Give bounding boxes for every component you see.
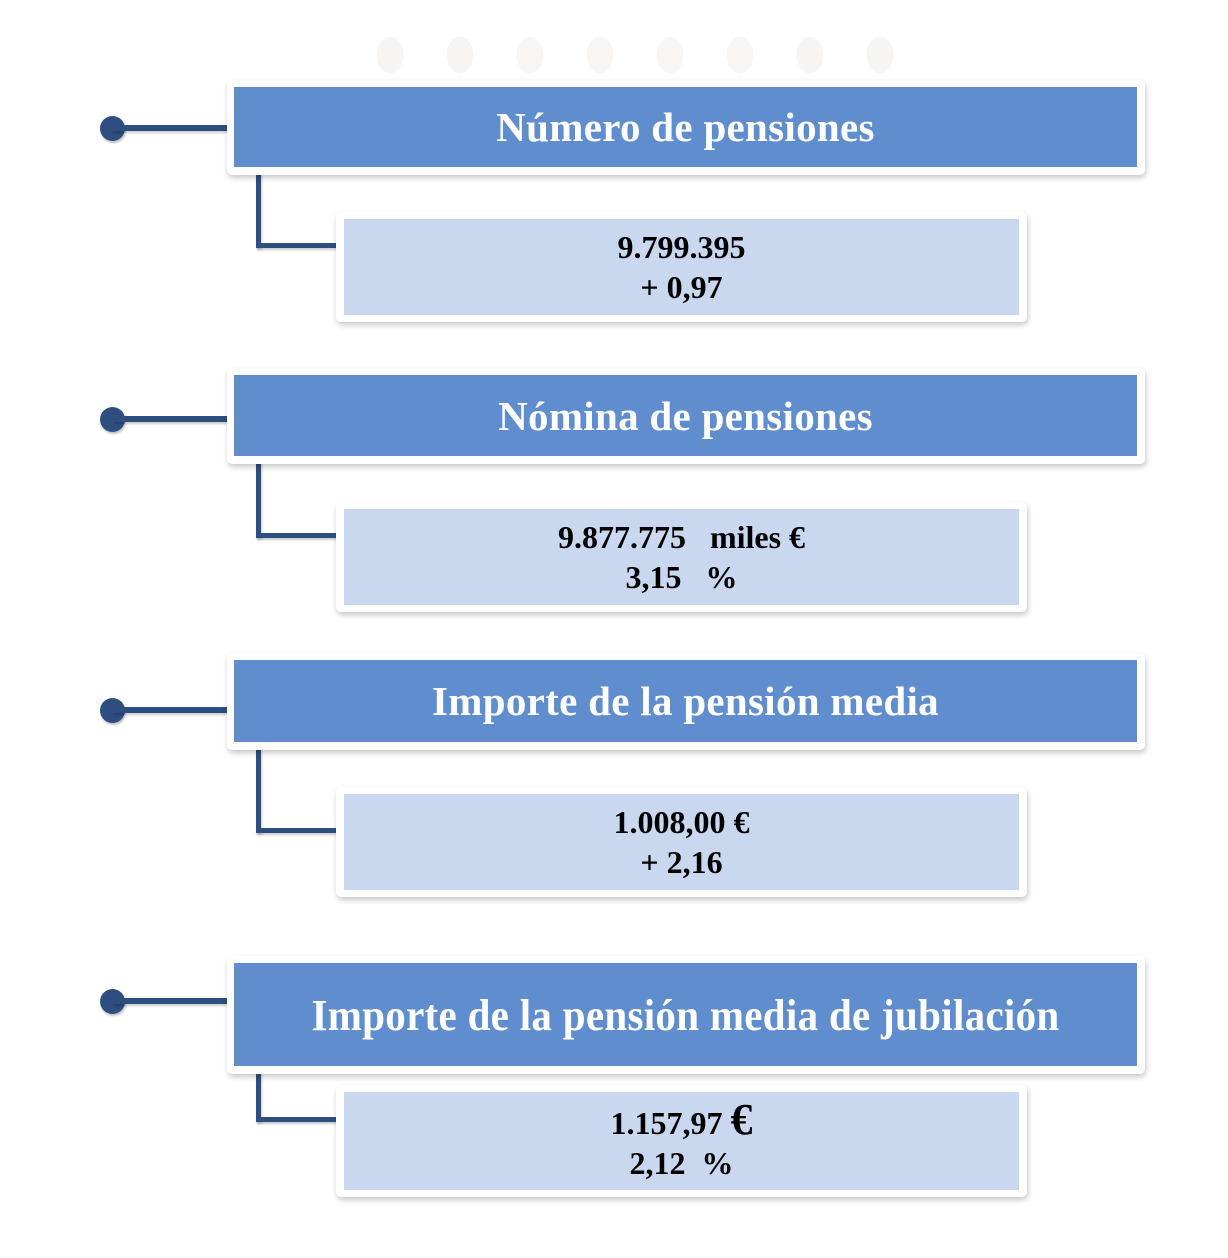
value-change: 2,12 % <box>629 1144 734 1181</box>
section-title: Importe de la pensión media <box>432 678 939 724</box>
value-box: 1.008,00 € + 2,16 <box>336 787 1027 897</box>
section-header: Importe de la pensión media <box>227 653 1145 750</box>
section-header: Número de pensiones <box>227 80 1145 175</box>
section-title: Importe de la pensión media de jubilació… <box>311 989 1060 1040</box>
elbow-connector-vertical <box>256 170 261 248</box>
section-header-fill: Número de pensiones <box>234 87 1137 167</box>
elbow-connector-vertical <box>256 746 261 833</box>
value-primary: 9.877.775 miles € <box>557 519 806 555</box>
elbow-connector-vertical <box>256 1070 261 1122</box>
elbow-connector-horizontal <box>256 1117 338 1122</box>
section-header-fill: Nómina de pensiones <box>234 375 1137 456</box>
value-change: + 2,16 <box>640 844 723 880</box>
value-primary: 9.799.395 <box>617 229 746 265</box>
elbow-connector-horizontal <box>256 533 338 538</box>
value-box: 9.877.775 miles € 3,15 % <box>336 502 1027 612</box>
elbow-connector-horizontal <box>256 243 338 248</box>
value-primary: 1.157,97 € <box>610 1097 753 1143</box>
section-header-fill: Importe de la pensión media <box>234 660 1137 742</box>
elbow-connector-horizontal <box>256 828 338 833</box>
euro-symbol: € <box>730 1094 753 1144</box>
connector-line <box>112 998 228 1004</box>
section-header-fill: Importe de la pensión media de jubilació… <box>234 963 1137 1066</box>
value-box: 9.799.395 + 0,97 <box>336 212 1027 322</box>
section-title: Número de pensiones <box>496 104 875 150</box>
section-title: Nómina de pensiones <box>498 392 873 439</box>
value-change: + 0,97 <box>640 269 723 305</box>
value-box-fill: 1.157,97 € 2,12 % <box>344 1092 1019 1190</box>
value-primary: 1.008,00 € <box>613 804 750 840</box>
section-header: Nómina de pensiones <box>227 368 1145 464</box>
value-box-fill: 9.799.395 + 0,97 <box>344 219 1019 315</box>
connector-line <box>112 416 228 422</box>
value-amount: 1.157,97 <box>610 1104 731 1141</box>
connector-line <box>112 707 228 713</box>
value-box-fill: 9.877.775 miles € 3,15 % <box>344 509 1019 605</box>
value-box-fill: 1.008,00 € + 2,16 <box>344 794 1019 890</box>
elbow-connector-vertical <box>256 460 261 538</box>
value-change: 3,15 % <box>625 559 738 595</box>
connector-line <box>112 125 228 131</box>
value-box: 1.157,97 € 2,12 % <box>336 1085 1027 1197</box>
background-watermark <box>360 0 960 78</box>
section-header: Importe de la pensión media de jubilació… <box>227 956 1145 1074</box>
